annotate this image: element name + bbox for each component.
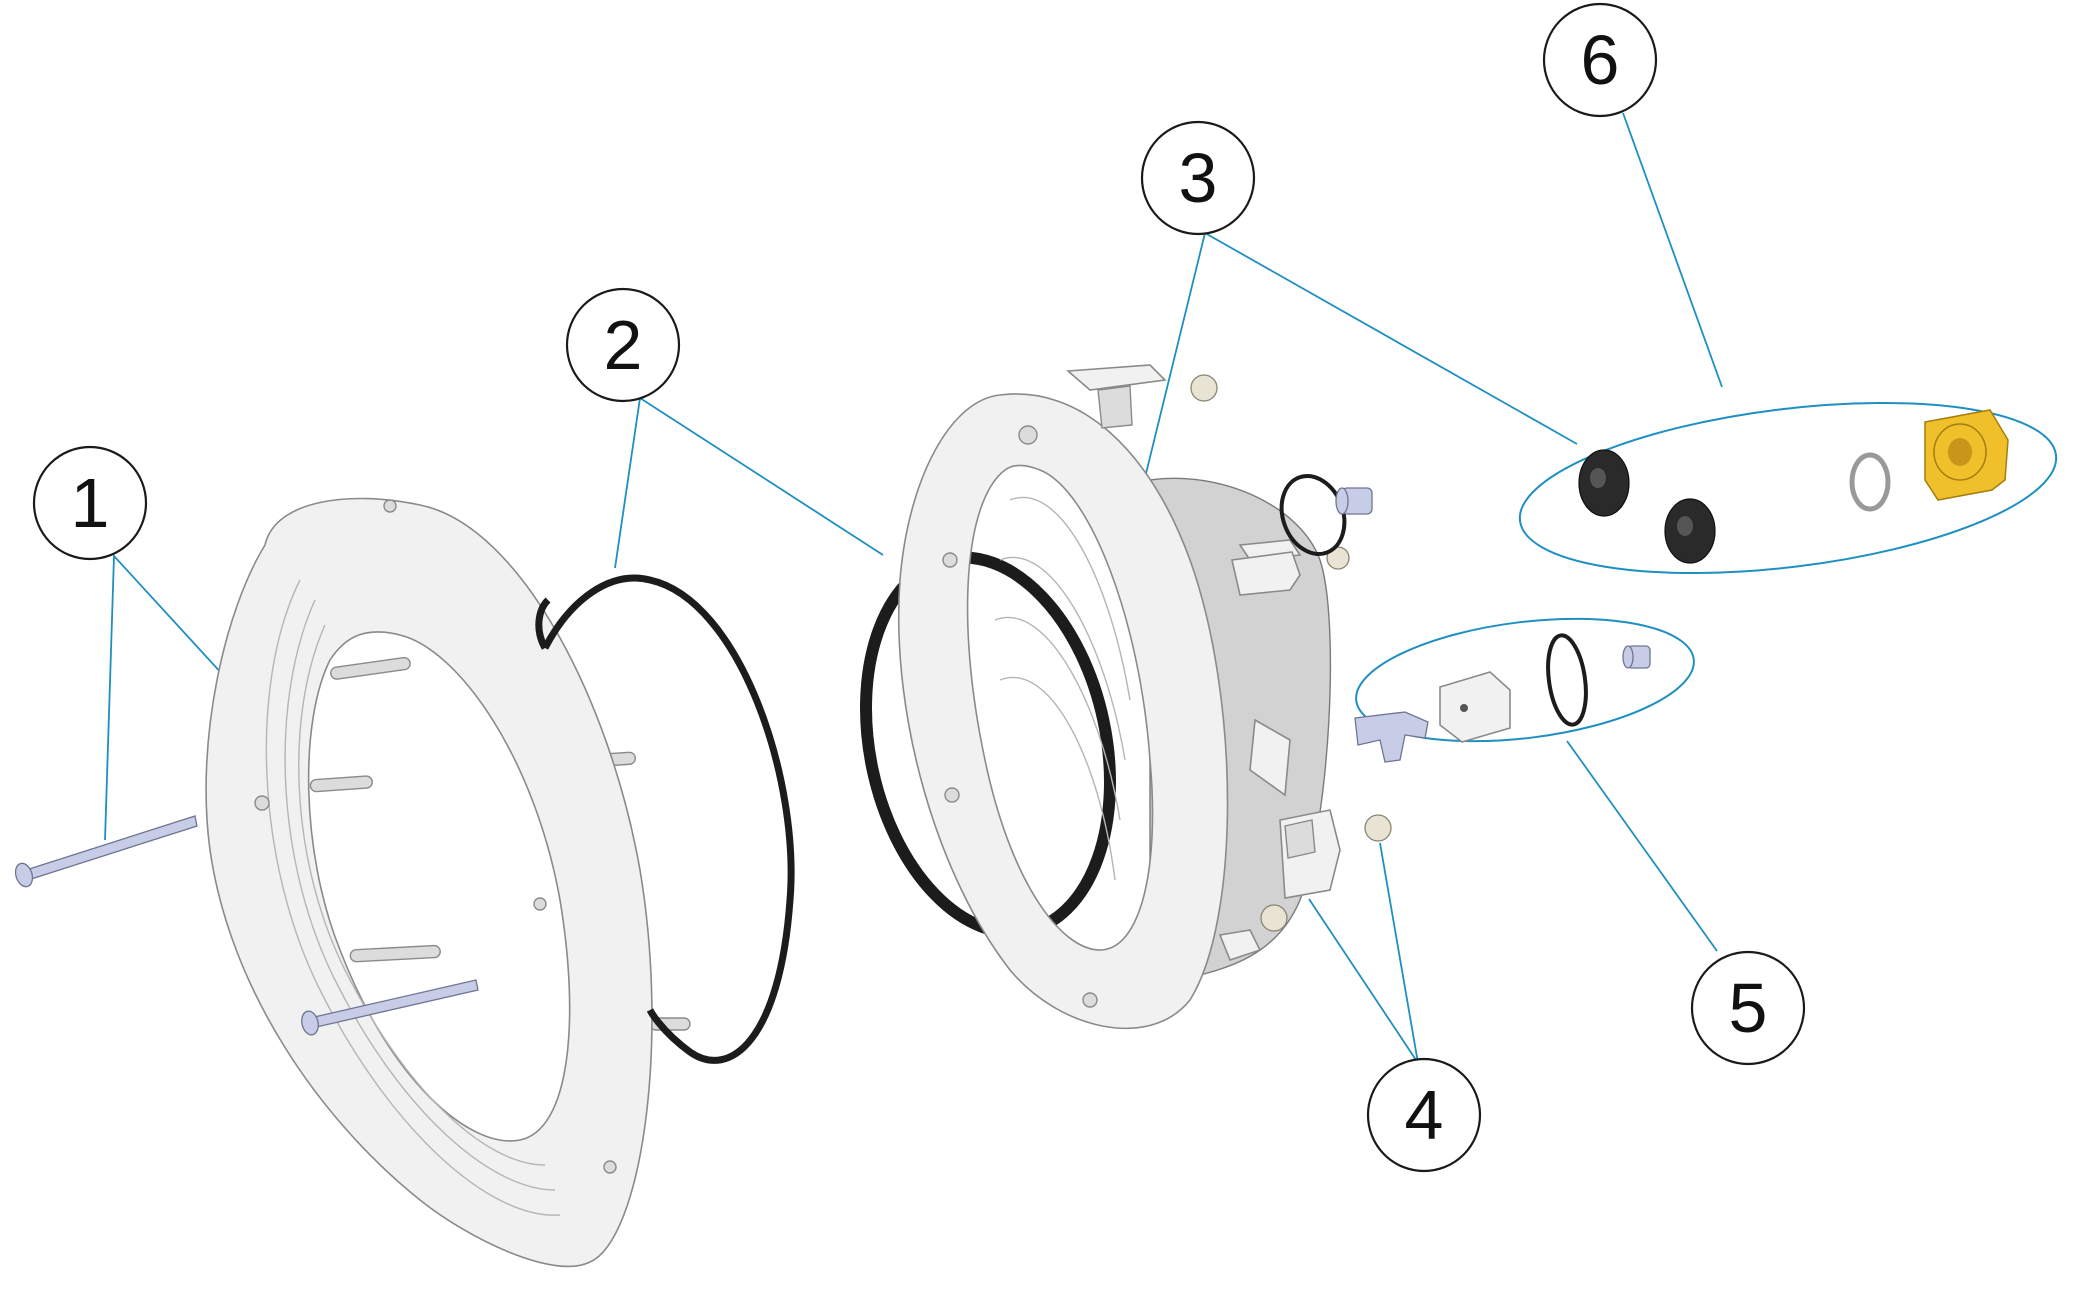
part-4-brackets-nuts	[1260, 809, 1392, 932]
callout-label: 4	[1405, 1076, 1444, 1154]
callout-5: 5	[1690, 950, 1806, 1066]
leader-4a	[1308, 898, 1419, 1064]
housing-flange	[897, 393, 1229, 1030]
leader-2	[614, 396, 884, 569]
part-5-connector-set	[1354, 633, 1651, 763]
leader-1	[104, 553, 247, 841]
callout-label: 5	[1729, 969, 1768, 1047]
part-6-cable-gland-kit	[1578, 409, 2009, 564]
brass-gland	[1924, 409, 2009, 501]
leader-3	[1139, 231, 1578, 499]
callout-label: 3	[1179, 139, 1218, 217]
fork-clip	[1354, 711, 1429, 763]
callout-label: 1	[71, 464, 110, 542]
callout-label: 6	[1581, 21, 1620, 99]
leader-6	[1622, 112, 1723, 388]
rear-plug	[1335, 487, 1373, 515]
part-1-screws	[14, 815, 479, 1036]
side-bracket	[1231, 551, 1301, 596]
small-oring	[1546, 633, 1588, 727]
terminal-block	[1439, 671, 1511, 743]
nut-right	[1364, 814, 1392, 842]
screw-bottom	[301, 979, 479, 1036]
leader-4b	[1379, 842, 1419, 1064]
leader-5	[1566, 740, 1718, 952]
trim-ring-body	[205, 497, 653, 1268]
callout-1: 1	[32, 445, 148, 561]
group-ellipse-6	[1518, 401, 2058, 575]
screw-top	[14, 815, 198, 888]
part-1-front-trim-ring	[205, 497, 691, 1268]
top-bracket	[1066, 364, 1167, 429]
small-plug	[1622, 645, 1651, 669]
part-3-housing	[897, 364, 1373, 1030]
callout-label: 2	[604, 306, 643, 384]
group-ellipse-5	[1355, 617, 1695, 743]
callout-3: 3	[1140, 120, 1256, 236]
flat-washer	[1849, 452, 1891, 512]
nut-left	[1260, 904, 1288, 932]
callout-6: 6	[1542, 2, 1658, 118]
callout-4: 4	[1366, 1057, 1482, 1173]
callout-2: 2	[565, 287, 681, 403]
oring-open	[541, 574, 795, 1064]
